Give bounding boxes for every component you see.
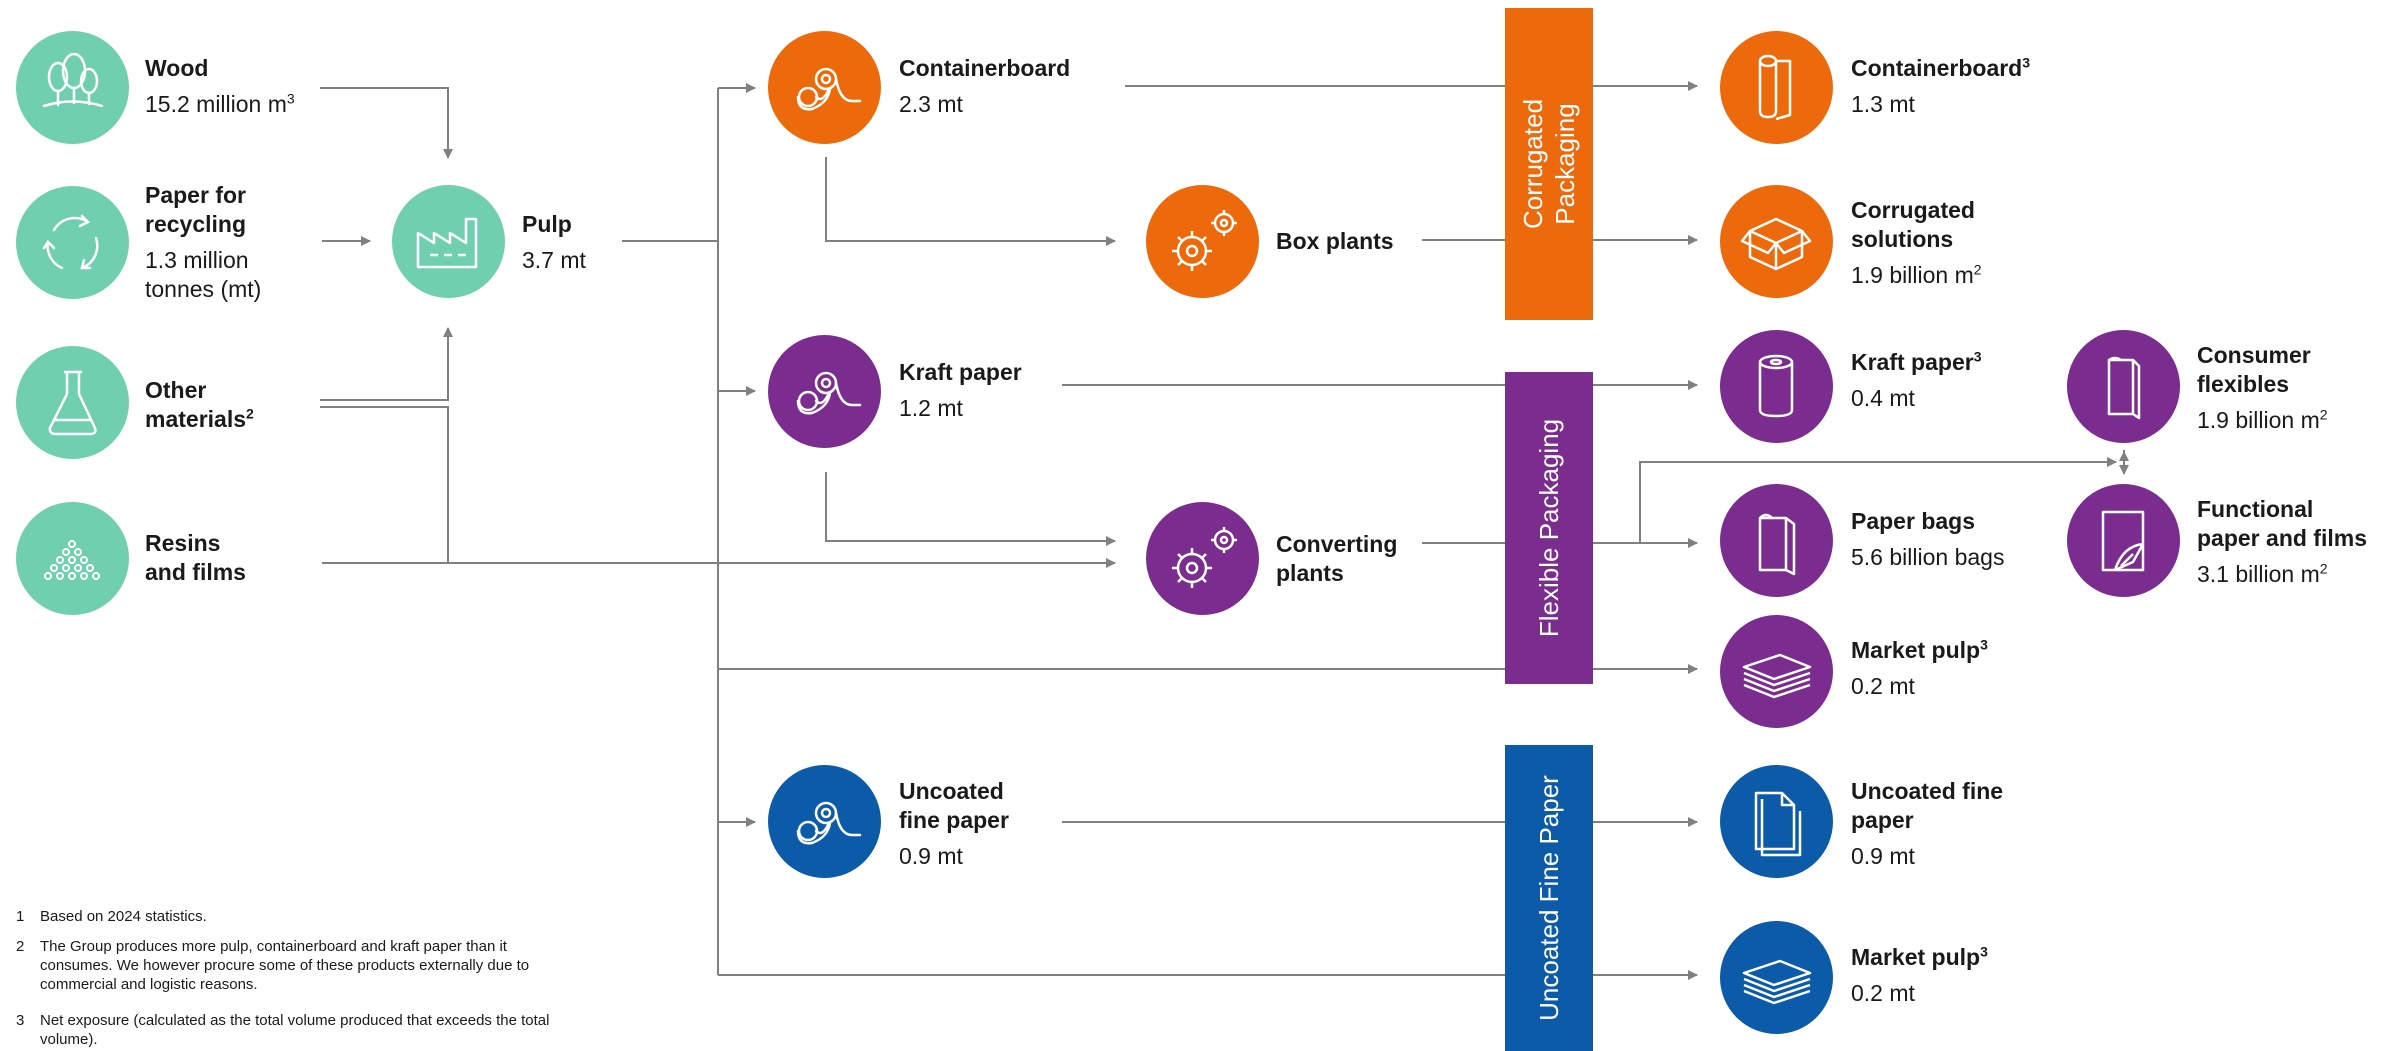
containerboard-mill-title: Containerboard [899,55,1071,81]
paper-machine-icon [768,31,881,144]
recycling-value-1: 1.3 million [145,247,249,273]
containerboard-output-value: 1.3 mt [1851,91,1915,117]
bag-icon [1720,484,1833,597]
paper-roll-icon [1720,330,1833,443]
consumer-title-2: flexibles [2197,371,2290,397]
flask-icon [16,346,129,459]
gears-icon [1146,502,1259,615]
converting-title-1: Converting [1276,531,1398,557]
band-corrugated-packaging: Corrugated Packaging [1505,8,1593,320]
band-uncoated-fine-paper: Uncoated Fine Paper [1505,745,1593,1051]
kraft-output-title: Kraft paper [1851,349,1974,375]
connector-flexible-consumer [1639,457,2117,543]
kraft-mill-title: Kraft paper [899,359,1022,385]
consumer-title-1: Consumer [2197,342,2311,368]
band-corrugated-line1: Corrugated [1518,98,1549,230]
corrugated-title-1: Corrugated [1851,197,1975,223]
film-icon [2067,484,2180,597]
sheets-icon [1720,765,1833,878]
stack-icon [1720,921,1833,1034]
market-pulp-1-title: Market pulp [1851,637,1981,663]
band-flexible-label: Flexible Packaging [1534,418,1565,638]
paper-machine-icon [768,765,881,878]
pulp-value: 3.7 mt [522,247,586,273]
paper-bags-title: Paper bags [1851,508,1975,534]
connector-kraft-converting [825,472,1116,546]
resins-title-2: and films [145,559,246,585]
containerboard-mill-value: 2.3 mt [899,91,963,117]
wood-title: Wood [145,55,209,81]
recycling-title-1: Paper for [145,182,246,208]
corrugated-value: 1.9 billion m [1851,262,1974,288]
functional-value: 3.1 billion m [2197,561,2320,587]
kraft-output-value: 0.4 mt [1851,385,1915,411]
paper-machine-icon [768,335,881,448]
converting-title-2: plants [1276,560,1344,586]
kraft-mill-value: 1.2 mt [899,395,963,421]
gears-icon [1146,185,1259,298]
corrugated-title-2: solutions [1851,226,1954,252]
box-icon [1720,185,1833,298]
market-pulp-1-value: 0.2 mt [1851,673,1915,699]
band-uncoated-label: Uncoated Fine Paper [1534,775,1564,1021]
recycling-title-2: recycling [145,211,246,237]
pulp-title: Pulp [522,211,572,237]
band-corrugated-line2: Packaging [1550,103,1581,225]
factory-icon [392,185,505,298]
pouch-icon [2067,330,2180,443]
other-title-2: materials [145,406,247,432]
connector-other-converting [320,406,449,563]
connector-containerboard-box [825,157,1116,246]
consumer-value: 1.9 billion m [2197,407,2320,433]
uncoated-mill-title-1: Uncoated [899,778,1004,804]
containerboard-output-title: Containerboard [1851,55,2023,81]
band-flexible-packaging: Flexible Packaging [1505,372,1593,684]
connector-wood-pulp [320,87,453,159]
footnote-2: 2 The Group produces more pulp, containe… [16,938,530,993]
footnote-1: 1 Based on 2024 statistics. [16,908,207,925]
footnote-3: 3 Net exposure (calculated as the total … [16,1012,550,1048]
market-pulp-2-value: 0.2 mt [1851,980,1915,1006]
box-plants-title: Box plants [1276,228,1394,254]
pellets-icon [16,502,129,615]
roll-icon [1720,31,1833,144]
uncoated-mill-title-2: fine paper [899,807,1009,833]
uncoated-mill-value: 0.9 mt [899,843,963,869]
other-title-1: Other [145,377,207,403]
uncoated-output-title-1: Uncoated fine [1851,778,2004,804]
trees-icon [16,31,129,144]
functional-title-2: paper and films [2197,525,2367,551]
connector-other-pulp [320,327,453,401]
recycling-value-2: tonnes (mt) [145,276,262,302]
uncoated-output-value: 0.9 mt [1851,843,1915,869]
paper-bags-value: 5.6 billion bags [1851,544,2005,570]
recycle-icon [16,186,129,299]
wood-value: 15.2 million m [145,91,287,117]
stack-icon [1720,615,1833,728]
uncoated-output-title-2: paper [1851,807,1914,833]
resins-title-1: Resins [145,530,221,556]
market-pulp-2-title: Market pulp [1851,944,1981,970]
functional-title-1: Functional [2197,496,2314,522]
